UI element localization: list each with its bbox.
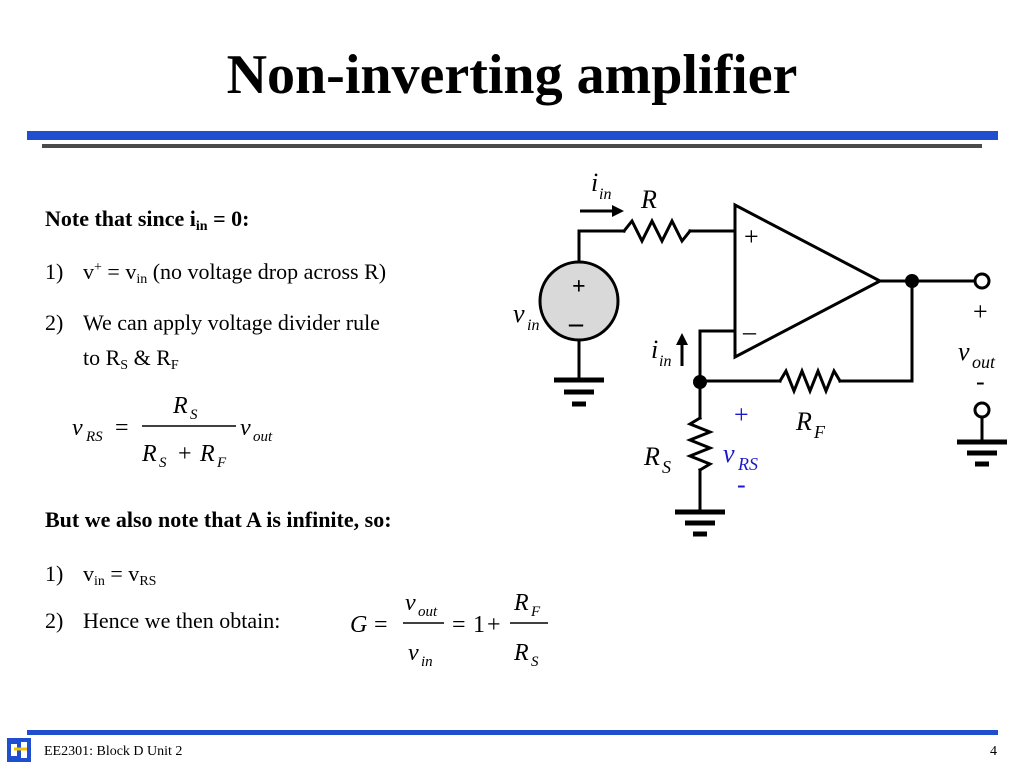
footer-course-label: EE2301: Block D Unit 2 (44, 744, 183, 759)
svg-text:F: F (813, 422, 826, 442)
label-iin-mid: i (651, 335, 658, 364)
note-heading: Note that since iin = 0: (45, 206, 250, 234)
op-amp-minus-label: – (742, 317, 757, 346)
item-2-number: 2) (45, 310, 64, 335)
svg-text:1: 1 (473, 612, 485, 638)
feedback-wire (838, 279, 914, 383)
voltage-source (538, 260, 620, 342)
svg-text:+: + (487, 612, 501, 638)
svg-text:=: = (115, 415, 129, 441)
university-logo (7, 738, 31, 762)
svg-text:R: R (513, 640, 529, 666)
label-vin: v (513, 299, 525, 328)
svg-text:in: in (599, 186, 611, 203)
minus-node (693, 375, 707, 389)
svg-text:out: out (972, 352, 996, 372)
svg-text:R: R (199, 441, 215, 467)
svg-text:R: R (141, 441, 157, 467)
svg-text:R: R (513, 590, 529, 616)
item-3-text: vin = vRS (83, 561, 157, 589)
svg-text:v: v (240, 415, 251, 441)
resistor-r (621, 217, 693, 245)
svg-text:in: in (421, 654, 433, 670)
svg-text:S: S (190, 407, 198, 423)
svg-text:=: = (374, 612, 388, 638)
op-amp (733, 202, 884, 360)
svg-text:out: out (253, 429, 273, 445)
item-2-line1: We can apply voltage divider rule (83, 310, 380, 335)
svg-text:-: - (976, 367, 985, 396)
minus-input-wire (698, 329, 737, 385)
svg-text:F: F (216, 455, 227, 471)
svg-text:in: in (527, 317, 539, 334)
svg-text:+: + (734, 400, 749, 429)
output-terminal-top (973, 272, 991, 290)
output-terminal-bottom (973, 401, 991, 419)
svg-text:RS: RS (737, 454, 758, 474)
svg-text:out: out (418, 604, 438, 620)
item-4-number: 2) (45, 608, 64, 633)
svg-text:F: F (530, 604, 541, 620)
svg-text:+: + (973, 297, 988, 326)
item-2-line2: to RS & RF (83, 345, 179, 373)
output-node (905, 274, 919, 288)
slide-title: Non-inverting amplifier (226, 44, 798, 106)
label-rf: R (795, 407, 812, 436)
svg-text:in: in (659, 353, 671, 370)
title-underline-gray (42, 144, 982, 148)
svg-text:G: G (350, 612, 367, 638)
resistor-rf (777, 366, 843, 396)
svg-text:S: S (662, 457, 671, 477)
label-r: R (640, 185, 657, 214)
divider-equation: v RS = R S R S + R F v out (72, 393, 273, 471)
svg-text:+: + (572, 274, 586, 300)
gain-equation: G = v out v in = 1 + R F R S (350, 590, 548, 670)
label-vrs: v (723, 439, 735, 468)
item-1-text: v+ = vin (no voltage drop across R) (83, 259, 387, 287)
title-underline-blue (27, 131, 998, 140)
svg-text:-: - (737, 470, 746, 499)
svg-text:+: + (178, 441, 192, 467)
op-amp-plus-label: + (744, 222, 759, 251)
svg-text:v: v (72, 415, 83, 441)
resistor-rs (685, 415, 715, 473)
infinite-gain-heading: But we also note that A is infinite, so: (45, 507, 392, 532)
item-1-number: 1) (45, 259, 64, 284)
svg-text:v: v (405, 590, 416, 616)
svg-text:–: – (568, 308, 584, 339)
svg-text:v: v (408, 640, 419, 666)
svg-text:R: R (172, 393, 188, 419)
footer-page-number: 4 (990, 744, 997, 759)
label-vout: v (958, 337, 970, 366)
item-4-text: Hence we then obtain: (83, 608, 281, 633)
svg-text:i: i (591, 168, 598, 197)
svg-text:RS: RS (85, 429, 103, 445)
svg-text:=: = (452, 612, 466, 638)
svg-text:S: S (159, 455, 167, 471)
item-3-number: 1) (45, 561, 64, 586)
footer-rule (27, 730, 998, 735)
label-rs: R (643, 442, 660, 471)
input-wire (577, 229, 626, 264)
svg-text:S: S (531, 654, 539, 670)
